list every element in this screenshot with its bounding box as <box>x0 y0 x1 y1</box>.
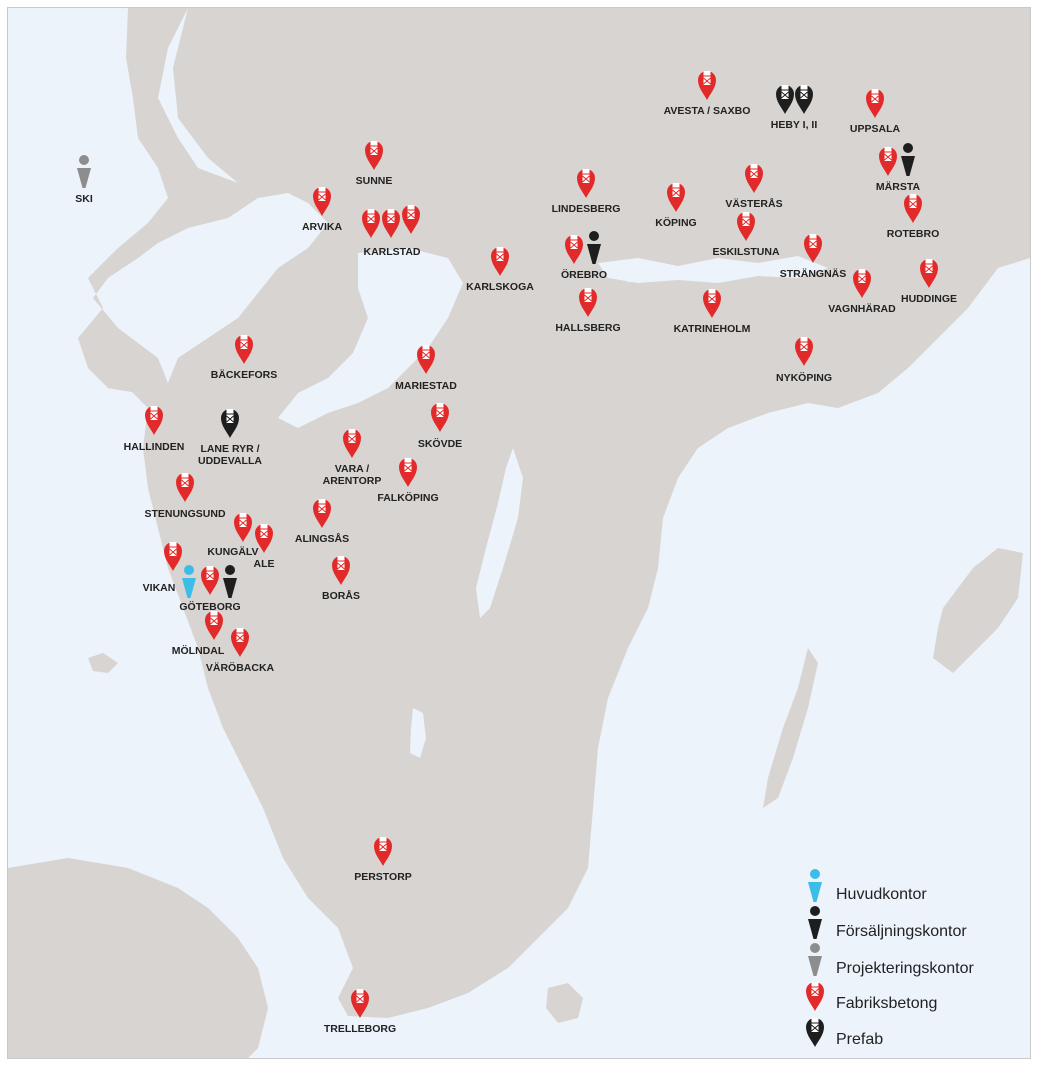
label-stenungsund: STENUNGSUND <box>144 508 226 520</box>
label-orebro: ÖREBRO <box>561 268 607 281</box>
label-karlstad: KARLSTAD <box>364 246 421 258</box>
label-katrineholm: KATRINEHOLM <box>674 323 751 335</box>
label-vasteras: VÄSTERÅS <box>725 197 782 210</box>
label-hallinden: HALLINDEN <box>124 441 185 453</box>
legend-forsaljningskontor-label: Försäljningskontor <box>836 923 967 940</box>
label-uppsala: UPPSALA <box>850 123 901 135</box>
label-lane-ryr: LANE RYR / <box>200 443 259 455</box>
label-lindesberg: LINDESBERG <box>552 203 621 215</box>
label-falkoping: FALKÖPING <box>377 491 438 504</box>
label-arentorp: ARENTORP <box>323 475 382 487</box>
label-heby: HEBY I, II <box>771 119 818 131</box>
label-goteborg: GÖTEBORG <box>179 600 240 613</box>
label-backefors: BÄCKEFORS <box>211 368 278 381</box>
lake-bolmen <box>410 708 426 758</box>
label-vara: VARA / <box>335 463 370 475</box>
bornholm-island <box>546 983 583 1023</box>
lake-hjalmaren <box>608 266 688 282</box>
label-koping: KÖPING <box>655 216 696 229</box>
label-arvika: ARVIKA <box>302 221 342 233</box>
denmark-landmass <box>8 858 268 1058</box>
legend-fabriksbetong-label: Fabriksbetong <box>836 995 937 1012</box>
label-trelleborg: TRELLEBORG <box>324 1023 396 1035</box>
oland-island <box>763 648 818 808</box>
gotland-island <box>933 548 1023 673</box>
small-island-west <box>88 653 118 673</box>
label-alingsas: ALINGSÅS <box>295 532 349 545</box>
label-hallsberg: HALLSBERG <box>555 322 620 334</box>
label-ale: ALE <box>254 558 275 570</box>
label-huddinge: HUDDINGE <box>901 293 957 305</box>
label-avesta-saxbo: AVESTA / SAXBO <box>664 105 751 117</box>
map-of-southern-sweden[interactable]: SKI SUNNE ARVIKA KARLSTAD KARLSKOGA LIND… <box>8 8 1030 1058</box>
label-kungalv: KUNGÄLV <box>207 545 258 558</box>
label-mariestad: MARIESTAD <box>395 380 457 392</box>
legend: Huvudkontor Försäljningskontor Projekter… <box>805 869 975 1048</box>
label-nykoping: NYKÖPING <box>776 371 832 384</box>
legend-projekteringskontor-label: Projekteringskontor <box>836 960 975 977</box>
label-molndal: MÖLNDAL <box>172 644 225 657</box>
norway-landmass <box>78 8 258 393</box>
map-frame: SKI SUNNE ARVIKA KARLSTAD KARLSKOGA LIND… <box>7 7 1031 1059</box>
label-vikan: VIKAN <box>143 582 176 594</box>
label-vagnharad: VAGNHÄRAD <box>828 302 896 315</box>
label-strangnas: STRÄNGNÄS <box>780 267 847 280</box>
legend-huvudkontor-label: Huvudkontor <box>836 886 927 903</box>
lake-vanern <box>278 248 463 428</box>
label-ski: SKI <box>75 193 93 205</box>
label-rotebro: ROTEBRO <box>887 228 940 240</box>
label-eskilstuna: ESKILSTUNA <box>712 246 780 258</box>
label-varobacka: VÄRÖBACKA <box>206 661 275 674</box>
label-uddevalla: UDDEVALLA <box>198 455 262 467</box>
legend-prefab-label: Prefab <box>836 1031 883 1048</box>
label-marsta: MÄRSTA <box>876 180 921 193</box>
label-boras: BORÅS <box>322 589 360 602</box>
label-perstorp: PERSTORP <box>354 871 412 883</box>
lake-vattern <box>476 448 523 618</box>
label-sunne: SUNNE <box>356 175 393 187</box>
label-skovde: SKÖVDE <box>418 437 462 450</box>
label-karlskoga: KARLSKOGA <box>466 281 534 293</box>
